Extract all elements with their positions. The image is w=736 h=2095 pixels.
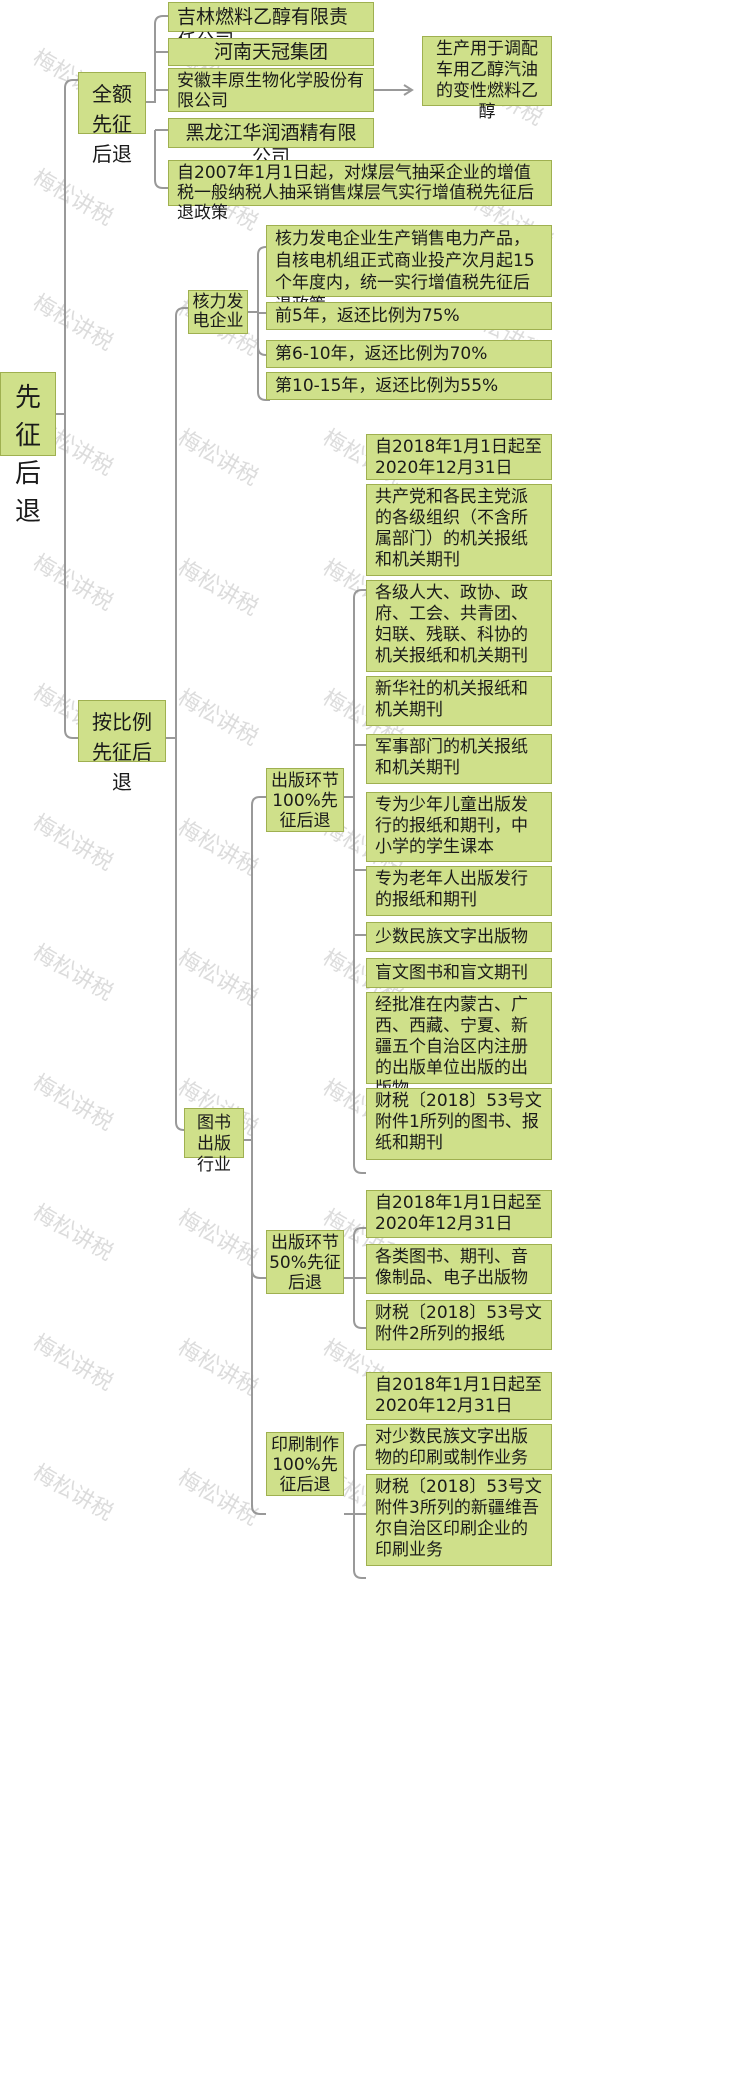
publish-100-item: 新华社的机关报纸和机关期刊 bbox=[366, 676, 552, 726]
publish-50-item: 自2018年1月1日起至2020年12月31日 bbox=[366, 1190, 552, 1238]
publish-100-item: 盲文图书和盲文期刊 bbox=[366, 958, 552, 988]
publish-100-item: 财税〔2018〕53号文附件1所列的图书、报纸和期刊 bbox=[366, 1088, 552, 1160]
ratio-refund-node: 按比例先征后退 bbox=[78, 700, 166, 794]
company-node: 河南天冠集团 bbox=[168, 38, 374, 66]
nuclear-item: 第10-15年，返还比例为55% bbox=[266, 372, 552, 400]
publish-50-item: 财税〔2018〕53号文附件2所列的报纸 bbox=[366, 1300, 552, 1350]
publish-100-item: 专为少年儿童出版发行的报纸和期刊，中小学的学生课本 bbox=[366, 792, 552, 862]
publish-100-item: 各级人大、政协、政府、工会、共青团、妇联、残联、科协的机关报纸和机关期刊 bbox=[366, 580, 552, 672]
publish-100-item: 少数民族文字出版物 bbox=[366, 922, 552, 952]
company-node: 黑龙江华润酒精有限公司 bbox=[168, 118, 374, 168]
nuclear-item: 核力发电企业生产销售电力产品，自核电机组正式商业投产次月起15个年度内，统一实行… bbox=[266, 225, 552, 315]
nuclear-node: 核力发电企业 bbox=[188, 290, 248, 334]
print-100-item: 财税〔2018〕53号文附件3所列的新疆维吾尔自治区印刷企业的印刷业务 bbox=[366, 1474, 552, 1566]
nuclear-item: 前5年，返还比例为75% bbox=[266, 302, 552, 330]
company-node: 吉林燃料乙醇有限责任公司 bbox=[168, 2, 374, 52]
publish-100-item: 自2018年1月1日起至2020年12月31日 bbox=[366, 434, 552, 480]
company-node: 安徽丰原生物化学股份有限公司 bbox=[168, 68, 374, 112]
print-100-node: 印刷制作100%先征后退 bbox=[266, 1432, 344, 1496]
publish-100-item: 军事部门的机关报纸和机关期刊 bbox=[366, 734, 552, 784]
publish-50-node: 出版环节50%先征后退 bbox=[266, 1230, 344, 1294]
print-100-item: 对少数民族文字出版物的印刷或制作业务 bbox=[366, 1424, 552, 1470]
publish-100-item: 经批准在内蒙古、广西、西藏、宁夏、新疆五个自治区内注册的出版单位出版的出版物 bbox=[366, 992, 552, 1099]
publish-100-item: 专为老年人出版发行的报纸和期刊 bbox=[366, 866, 552, 916]
publish-100-node: 出版环节100%先征后退 bbox=[266, 768, 344, 832]
nuclear-item: 第6-10年，返还比例为70% bbox=[266, 340, 552, 368]
book-publishing-node: 图书出版行业 bbox=[184, 1108, 244, 1175]
coalbed-gas-node: 自2007年1月1日起，对煤层气抽采企业的增值税一般纳税人抽采销售煤层气实行增值… bbox=[168, 160, 552, 223]
fuel-ethanol-note: 生产用于调配车用乙醇汽油的变性燃料乙醇 bbox=[422, 36, 552, 122]
full-refund-node: 全额先征后退 bbox=[78, 72, 146, 166]
print-100-item: 自2018年1月1日起至2020年12月31日 bbox=[366, 1372, 552, 1420]
publish-50-item: 各类图书、期刊、音像制品、电子出版物 bbox=[366, 1244, 552, 1294]
publish-100-item: 共产党和各民主党派的各级组织（不含所属部门）的机关报纸和机关期刊 bbox=[366, 484, 552, 576]
root-node: 先征后退 bbox=[0, 372, 56, 527]
